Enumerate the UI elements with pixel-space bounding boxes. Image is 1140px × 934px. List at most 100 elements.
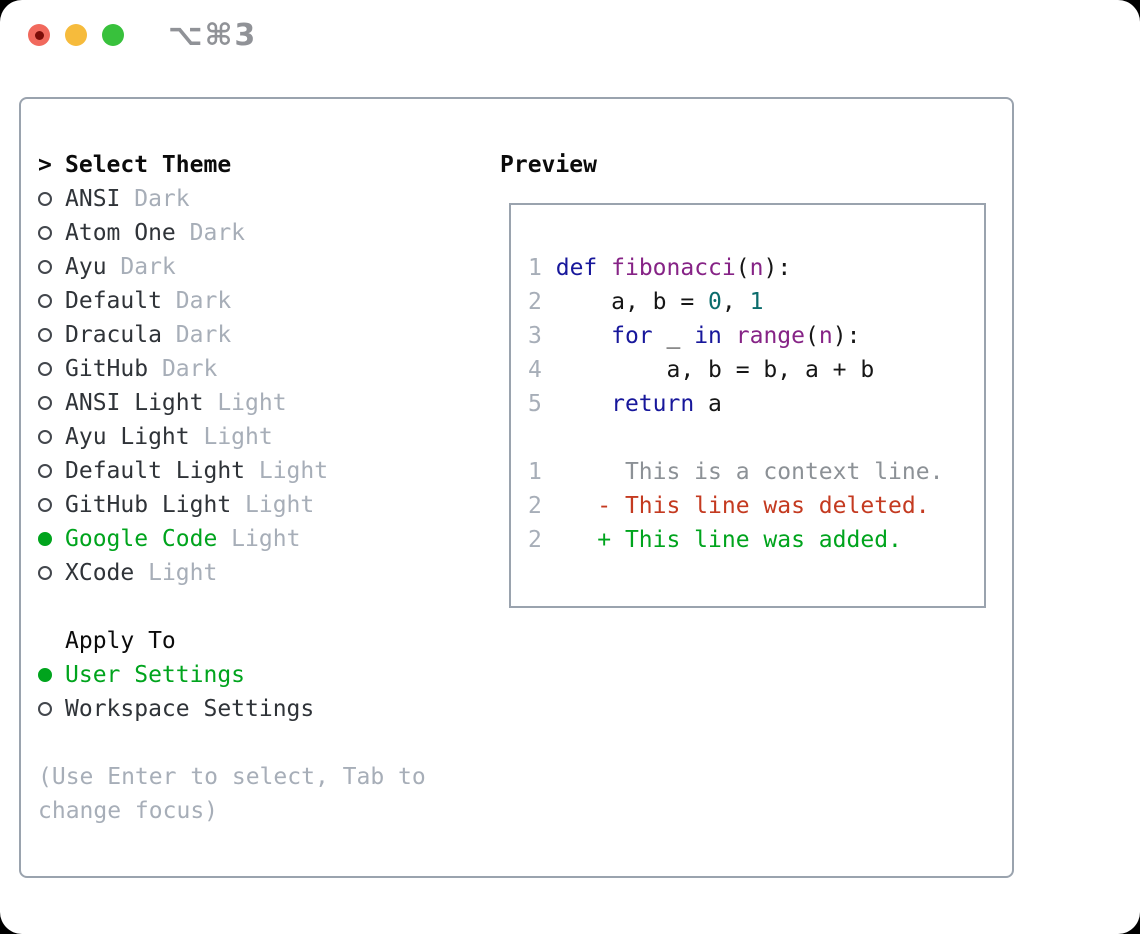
theme-item-label: GitHub <box>65 356 149 382</box>
code-line: 1 def fibonacci(n): <box>528 251 984 285</box>
radio-selected-icon <box>38 532 65 546</box>
theme-item-label: Google Code <box>65 526 218 552</box>
code-token-fn: n <box>749 255 764 281</box>
code-token-pln: ( <box>735 255 750 281</box>
theme-variant-label: Dark <box>175 220 246 246</box>
help-text-line-1: (Use Enter to select, Tab to <box>38 764 426 790</box>
code-line: 1 This is a context line. <box>528 455 984 489</box>
radio-icon <box>38 702 65 716</box>
theme-item-default[interactable]: Default Dark <box>38 284 426 318</box>
theme-item-ansi-light[interactable]: ANSI Light Light <box>38 386 426 420</box>
code-line: 2 - This line was deleted. <box>528 489 984 523</box>
radio-icon <box>38 566 65 580</box>
theme-variant-label: Dark <box>106 254 176 280</box>
radio-icon <box>38 260 65 274</box>
help-text-line-2: change focus) <box>38 798 219 824</box>
code-token-pln: , <box>721 289 750 315</box>
theme-item-label: Ayu Light <box>65 424 190 450</box>
close-button-icon[interactable] <box>28 24 50 46</box>
minimize-button-icon[interactable] <box>65 24 87 46</box>
code-line: 5 return a <box>528 387 984 421</box>
code-token-fn: fibonacci <box>611 255 736 281</box>
radio-selected-icon <box>38 668 65 682</box>
theme-variant-label: Light <box>231 492 315 518</box>
theme-item-label: Ayu <box>65 254 107 280</box>
theme-variant-label: Dark <box>120 186 190 212</box>
code-token-pln <box>542 391 611 417</box>
code-token-pln: _ <box>652 323 695 349</box>
code-token-lit: 0 <box>708 289 722 315</box>
code-token-ctx: This is a context line. <box>541 459 944 485</box>
line-number: 3 <box>528 323 542 349</box>
line-number: 1 <box>528 255 542 281</box>
radio-icon <box>38 396 65 410</box>
code-token-pln: ): <box>763 255 792 281</box>
select-theme-header: > Select Theme <box>38 148 426 182</box>
code-line: 4 a, b = b, a + b <box>528 353 984 387</box>
code-line: 3 for _ in range(n): <box>528 319 984 353</box>
code-token-fn: n <box>818 323 833 349</box>
theme-item-atom-one[interactable]: Atom One Dark <box>38 216 426 250</box>
theme-item-google-code[interactable]: Google Code Light <box>38 522 426 556</box>
code-token-pln <box>597 255 611 281</box>
theme-item-label: XCode <box>65 560 135 586</box>
code-line: 2 + This line was added. <box>528 523 984 557</box>
apply-option-user-settings[interactable]: User Settings <box>38 658 426 692</box>
code-token-pln <box>542 323 611 349</box>
radio-icon <box>38 464 65 478</box>
radio-icon <box>38 226 65 240</box>
spacer <box>38 590 426 624</box>
spacer <box>38 726 426 760</box>
theme-item-label: GitHub Light <box>65 492 232 518</box>
theme-item-default-light[interactable]: Default Light Light <box>38 454 426 488</box>
apply-option-workspace-settings[interactable]: Workspace Settings <box>38 692 426 726</box>
apply-to-title: Apply To <box>65 628 176 654</box>
line-number: 5 <box>528 391 542 417</box>
radio-icon <box>38 498 65 512</box>
zoom-button-icon[interactable] <box>102 24 124 46</box>
radio-icon <box>38 192 65 206</box>
theme-item-label: Atom One <box>65 220 176 246</box>
theme-item-github[interactable]: GitHub Dark <box>38 352 426 386</box>
line-number: 2 <box>528 493 542 519</box>
code-token-pln: ): <box>832 323 861 349</box>
code-token-fn: range <box>735 323 806 349</box>
line-number: 2 <box>528 289 542 315</box>
theme-item-xcode[interactable]: XCode Light <box>38 556 426 590</box>
theme-item-github-light[interactable]: GitHub Light Light <box>38 488 426 522</box>
theme-item-label: Dracula <box>65 322 162 348</box>
theme-variant-label: Dark <box>148 356 218 382</box>
theme-item-ayu-light[interactable]: Ayu Light Light <box>38 420 426 454</box>
theme-item-label: ANSI <box>65 186 121 212</box>
theme-variant-label: Dark <box>161 288 232 314</box>
window-shortcut-label: ⌥⌘3 <box>168 18 258 53</box>
radio-icon <box>38 362 65 376</box>
radio-icon <box>38 328 65 342</box>
code-token-kw: in <box>694 323 722 349</box>
cursor-caret-icon: > <box>38 152 52 178</box>
code-token-lit: 1 <box>749 289 764 315</box>
theme-item-label: Default Light <box>65 458 246 484</box>
theme-item-ansi[interactable]: ANSI Dark <box>38 182 426 216</box>
code-token-pln <box>722 323 736 349</box>
theme-item-dracula[interactable]: Dracula Dark <box>38 318 426 352</box>
theme-item-ayu[interactable]: Ayu Dark <box>38 250 426 284</box>
select-theme-title: Select Theme <box>65 152 232 178</box>
line-number: 4 <box>528 357 542 383</box>
code-token-pln: a <box>694 391 722 417</box>
code-line: 2 a, b = 0, 1 <box>528 285 984 319</box>
code-token-pln: a, b = b, a + b <box>541 357 875 383</box>
apply-option-label: User Settings <box>65 662 246 688</box>
theme-variant-label: Light <box>189 424 273 450</box>
theme-variant-label: Light <box>203 390 287 416</box>
code-token-pln <box>542 255 556 281</box>
preview-title: Preview <box>500 152 597 178</box>
apply-to-header: Apply To <box>38 624 426 658</box>
titlebar: ⌥⌘3 <box>0 0 1140 72</box>
